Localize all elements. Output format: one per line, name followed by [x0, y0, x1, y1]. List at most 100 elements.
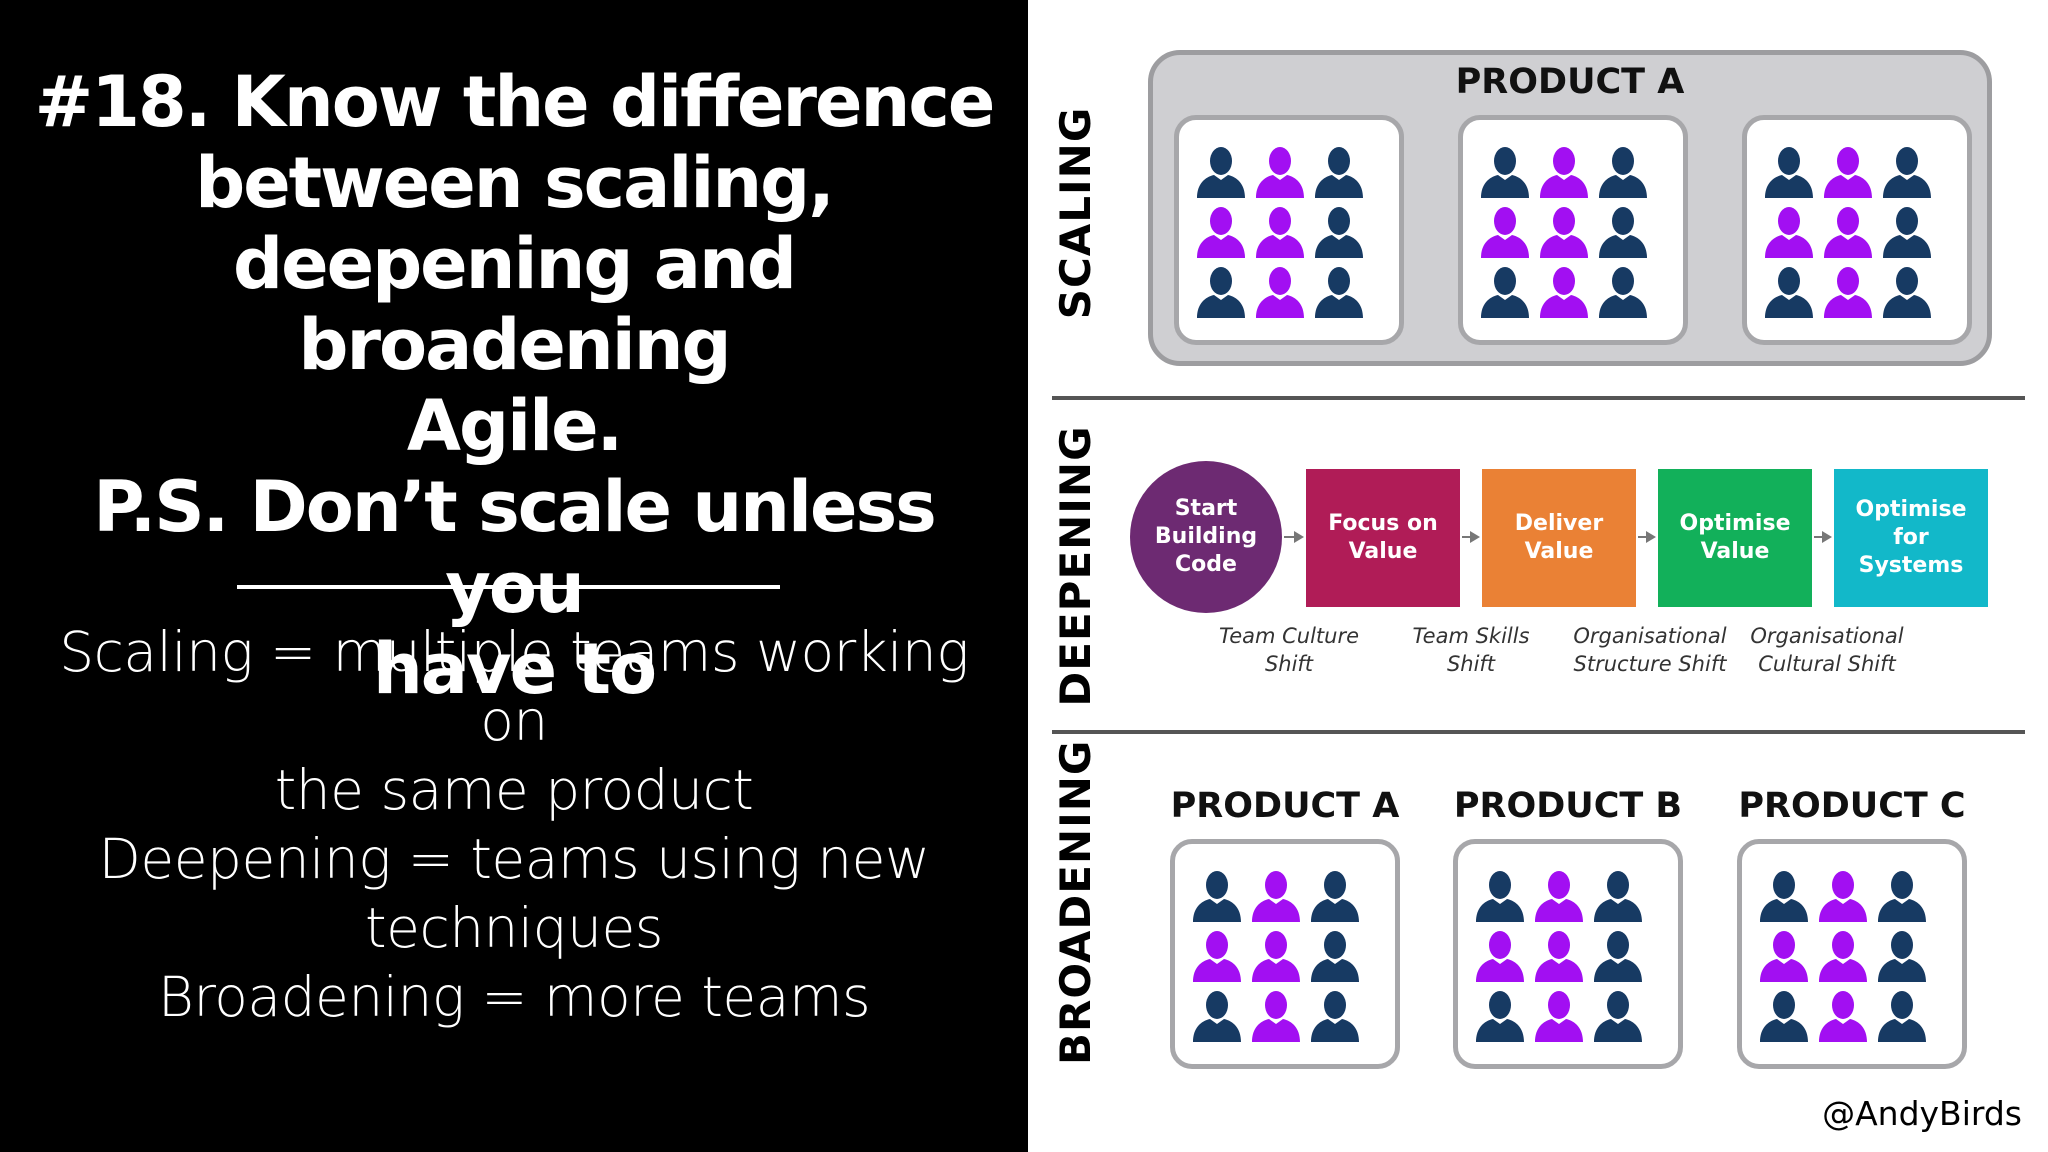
- team-member-icon: [1481, 267, 1529, 318]
- team-member-icon: [1819, 991, 1867, 1042]
- team-member-icon: [1878, 871, 1926, 922]
- team-member-icon: [1878, 931, 1926, 982]
- step-deliver-value: Deliver Value: [1482, 469, 1636, 607]
- team-member-icon: [1760, 991, 1808, 1042]
- team-member-icon: [1540, 267, 1588, 318]
- shift-label: Organisational Cultural Shift: [1737, 622, 1917, 678]
- team-member-icon: [1824, 147, 1872, 198]
- section-divider: [1052, 730, 2025, 734]
- team-member-icon: [1535, 991, 1583, 1042]
- step-label-line: Systems: [1858, 553, 1964, 578]
- team-member-icon: [1476, 931, 1524, 982]
- team-member-icon: [1765, 207, 1813, 258]
- arrow-right-icon: [1638, 531, 1656, 543]
- team-member-icon: [1535, 931, 1583, 982]
- step-label-line: Optimise: [1679, 511, 1791, 536]
- team-member-icon: [1315, 147, 1363, 198]
- shift-label-line: Structure Shift: [1573, 652, 1727, 676]
- team-member-icon: [1599, 267, 1647, 318]
- section-divider: [1052, 396, 2025, 400]
- scaling-team-box: [1174, 115, 1404, 345]
- team-member-icon: [1535, 871, 1583, 922]
- broadening-team-box: [1453, 839, 1683, 1069]
- step-optimise-for-systems: Optimise for Systems: [1834, 469, 1988, 607]
- shift-label: Team Culture Shift: [1199, 622, 1379, 678]
- team-member-icon: [1760, 871, 1808, 922]
- broadening-product-title: PRODUCT A: [1170, 786, 1400, 826]
- team-member-icon: [1315, 267, 1363, 318]
- team-member-icon: [1540, 147, 1588, 198]
- headline-line: P.S. Don’t scale unless you: [93, 466, 937, 629]
- team-member-icon: [1311, 871, 1359, 922]
- team-member-icon: [1252, 931, 1300, 982]
- team-member-icon: [1476, 871, 1524, 922]
- scaling-product-title: PRODUCT A: [1455, 62, 1685, 102]
- broadening-product-title: PRODUCT C: [1738, 786, 1966, 826]
- team-member-icon: [1883, 207, 1931, 258]
- step-label-line: Value: [1524, 539, 1594, 564]
- definitions: Scaling = multiple teams working on the …: [20, 618, 1008, 1032]
- team-member-icon: [1256, 267, 1304, 318]
- broadening-team-box: [1737, 839, 1967, 1069]
- shift-label: Organisational Structure Shift: [1560, 622, 1740, 678]
- team-member-icon: [1599, 207, 1647, 258]
- team-member-icon: [1252, 871, 1300, 922]
- shift-label-line: Shift: [1264, 652, 1314, 676]
- headline-line: deepening and broadening: [233, 223, 797, 386]
- step-label-line: Focus on: [1328, 511, 1438, 536]
- step-label-line: Code: [1175, 552, 1237, 577]
- broadening-product-title: PRODUCT B: [1453, 786, 1683, 826]
- step-label-line: Building: [1154, 524, 1258, 549]
- team-member-icon: [1594, 931, 1642, 982]
- arrow-right-icon: [1814, 531, 1832, 543]
- headline-line: Agile.: [406, 385, 623, 467]
- headline: #18. Know the difference between scaling…: [20, 62, 1008, 710]
- step-start-building-code: Start Building Code: [1130, 461, 1282, 613]
- scaling-label: SCALING: [1051, 106, 1100, 320]
- team-member-icon: [1315, 207, 1363, 258]
- team-member-icon: [1481, 147, 1529, 198]
- team-member-icon: [1878, 991, 1926, 1042]
- arrow-right-icon: [1462, 531, 1480, 543]
- team-member-icon: [1824, 207, 1872, 258]
- step-label-line: Optimise: [1855, 497, 1967, 522]
- team-member-icon: [1824, 267, 1872, 318]
- team-member-icon: [1311, 991, 1359, 1042]
- team-member-icon: [1819, 871, 1867, 922]
- definition-line: the same product: [274, 758, 754, 822]
- team-member-icon: [1256, 147, 1304, 198]
- shift-label: Team Skills Shift: [1381, 622, 1561, 678]
- broadening-team-box: [1170, 839, 1400, 1069]
- team-member-icon: [1197, 267, 1245, 318]
- definition-line: Scaling = multiple teams working on: [59, 620, 969, 753]
- team-member-icon: [1481, 207, 1529, 258]
- team-member-icon: [1819, 931, 1867, 982]
- definition-line: Broadening = more teams: [157, 965, 871, 1029]
- divider: [237, 585, 780, 589]
- step-label-line: Value: [1348, 539, 1418, 564]
- step-label-line: Value: [1700, 539, 1770, 564]
- team-member-icon: [1193, 871, 1241, 922]
- team-member-icon: [1197, 207, 1245, 258]
- team-member-icon: [1540, 207, 1588, 258]
- arrow-right-icon: [1284, 531, 1304, 543]
- team-member-icon: [1252, 991, 1300, 1042]
- shift-label-line: Shift: [1446, 652, 1496, 676]
- team-member-icon: [1765, 147, 1813, 198]
- step-label-line: for: [1893, 525, 1929, 550]
- scaling-team-box: [1458, 115, 1688, 345]
- team-member-icon: [1193, 991, 1241, 1042]
- scaling-team-box: [1742, 115, 1972, 345]
- team-member-icon: [1197, 147, 1245, 198]
- definition-line: Deepening = teams using new: [98, 827, 930, 891]
- broadening-label: BROADENING: [1051, 739, 1100, 1065]
- step-label-line: Deliver: [1514, 511, 1604, 536]
- shift-label-line: Organisational: [1573, 624, 1727, 648]
- team-member-icon: [1599, 147, 1647, 198]
- team-member-icon: [1765, 267, 1813, 318]
- team-member-icon: [1760, 931, 1808, 982]
- step-optimise-value: Optimise Value: [1658, 469, 1812, 607]
- headline-line: #18. Know the difference: [34, 61, 996, 143]
- headline-line: between scaling,: [195, 142, 835, 224]
- definition-line: techniques: [365, 896, 663, 960]
